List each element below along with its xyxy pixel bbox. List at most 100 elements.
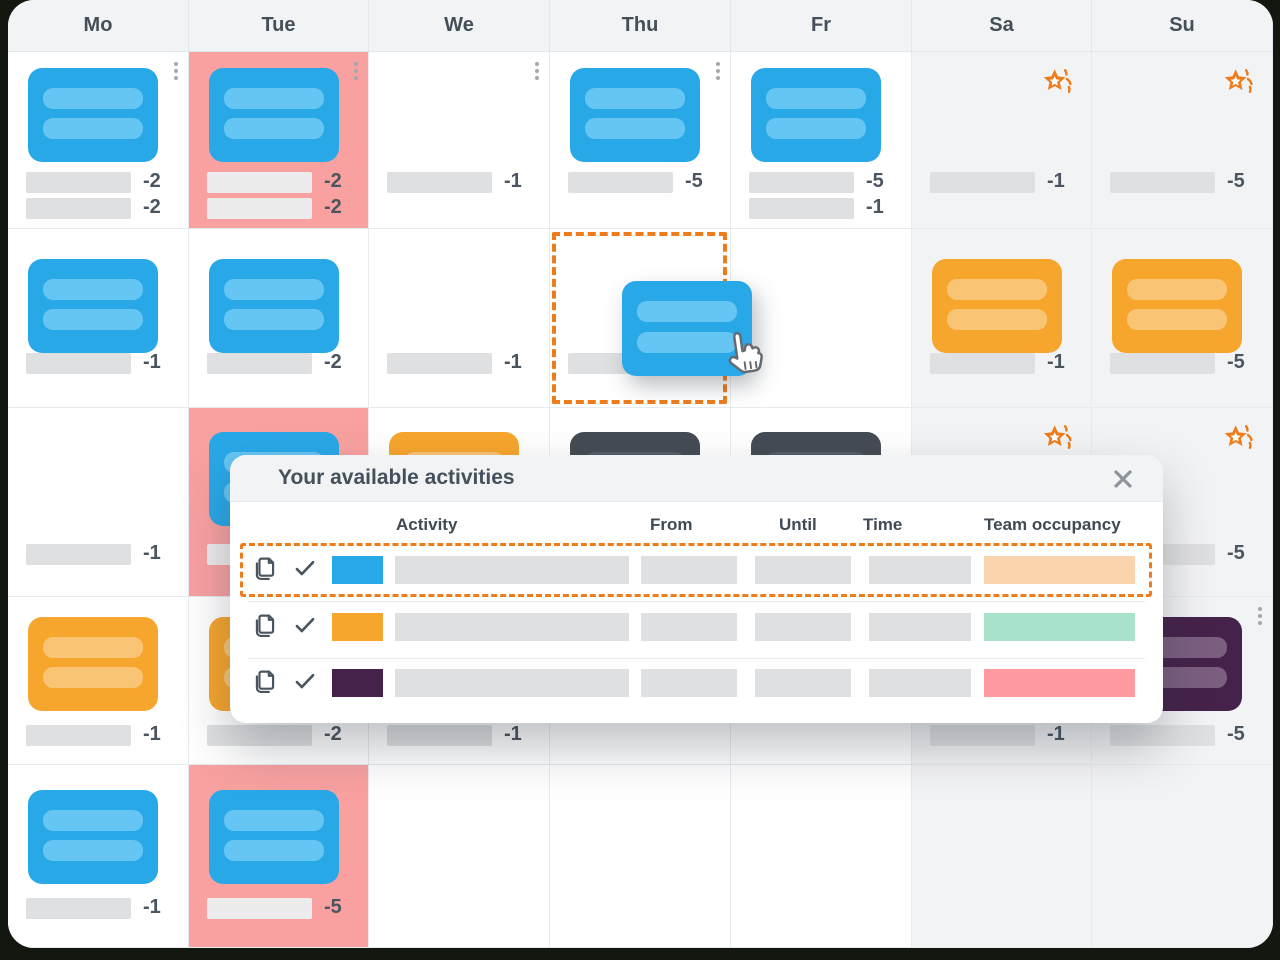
understaffing-count: -5: [324, 896, 342, 918]
modal-column-header-0: Activity: [396, 515, 458, 534]
activity-name-bar: [395, 613, 629, 641]
placeholder-bar: [387, 353, 492, 374]
placeholder-bar: [26, 898, 131, 919]
kebab-menu-icon[interactable]: [173, 60, 179, 82]
calendar-cell[interactable]: -1: [912, 229, 1092, 408]
activity-name-bar: [395, 556, 629, 584]
hand-cursor-icon: [716, 326, 773, 386]
placeholder-bar: [930, 353, 1035, 374]
calendar-cell[interactable]: -1: [8, 765, 189, 948]
special-day-star-icon: [1220, 66, 1258, 104]
shift-card-text-bar: [766, 88, 866, 109]
until-time-bar: [755, 669, 851, 697]
placeholder-bar: [930, 172, 1035, 193]
calendar-cell[interactable]: [912, 765, 1092, 948]
close-icon[interactable]: [1109, 465, 1137, 493]
kebab-menu-icon[interactable]: [1257, 605, 1263, 627]
understaffing-count: -1: [1047, 351, 1065, 373]
calendar-cell[interactable]: -2-2: [8, 52, 189, 229]
day-header-thu: Thu: [550, 0, 731, 52]
activity-row[interactable]: [230, 556, 1163, 584]
shift-card-text-bar: [766, 118, 866, 139]
until-time-bar: [755, 556, 851, 584]
shift-card[interactable]: [570, 68, 700, 162]
shift-card[interactable]: [209, 790, 339, 884]
calendar-cell[interactable]: -1: [8, 229, 189, 408]
calendar-cell[interactable]: -1: [369, 52, 550, 229]
placeholder-bar: [207, 198, 312, 219]
calendar-cell[interactable]: [550, 229, 763, 408]
check-icon[interactable]: [291, 554, 321, 584]
copy-icon[interactable]: [250, 667, 280, 697]
calendar-cell[interactable]: -5: [189, 765, 369, 948]
understaffing-count: -2: [143, 170, 161, 192]
calendar-cell[interactable]: [550, 765, 731, 948]
calendar-cell[interactable]: -1: [8, 408, 189, 597]
activity-color-swatch: [332, 669, 383, 697]
placeholder-bar: [26, 172, 131, 193]
calendar-cell[interactable]: -5-1: [731, 52, 912, 229]
shift-card[interactable]: [28, 259, 158, 353]
activity-row[interactable]: [230, 613, 1163, 641]
shift-card[interactable]: [28, 790, 158, 884]
placeholder-bar: [207, 898, 312, 919]
placeholder-bar: [26, 725, 131, 746]
check-icon[interactable]: [291, 611, 321, 641]
day-header-mo: Mo: [8, 0, 189, 52]
shift-card-text-bar: [43, 118, 143, 139]
shift-card-text-bar: [224, 118, 324, 139]
understaffing-count: -2: [324, 170, 342, 192]
shift-card[interactable]: [209, 68, 339, 162]
day-header-we: We: [369, 0, 550, 52]
understaffing-count: -1: [143, 351, 161, 373]
placeholder-bar: [930, 725, 1035, 746]
understaffing-count: -1: [504, 351, 522, 373]
check-icon[interactable]: [291, 667, 321, 697]
activity-color-swatch: [332, 556, 383, 584]
shift-card[interactable]: [28, 68, 158, 162]
copy-icon[interactable]: [250, 611, 280, 641]
placeholder-bar: [568, 172, 673, 193]
understaffing-count: -1: [866, 196, 884, 218]
shift-card-text-bar: [224, 309, 324, 330]
kebab-menu-icon[interactable]: [715, 60, 721, 82]
placeholder-bar: [207, 725, 312, 746]
shift-card-text-bar: [585, 88, 685, 109]
day-header-fr: Fr: [731, 0, 912, 52]
placeholder-bar: [387, 172, 492, 193]
understaffing-count: -1: [143, 542, 161, 564]
day-header-sa: Sa: [912, 0, 1092, 52]
copy-icon[interactable]: [250, 554, 280, 584]
calendar-cell[interactable]: -1: [8, 597, 189, 765]
calendar-cell[interactable]: -5: [1092, 229, 1273, 408]
shift-card-text-bar: [43, 309, 143, 330]
from-time-bar: [641, 556, 737, 584]
placeholder-bar: [749, 198, 854, 219]
time-duration-bar: [869, 556, 971, 584]
calendar-cell[interactable]: -1: [369, 229, 550, 408]
calendar-cell[interactable]: -2-2: [189, 52, 369, 229]
shift-card[interactable]: [28, 617, 158, 711]
shift-card[interactable]: [751, 68, 881, 162]
shift-card-text-bar: [43, 667, 143, 688]
calendar-cell[interactable]: [1092, 765, 1273, 948]
kebab-menu-icon[interactable]: [534, 60, 540, 82]
calendar-cell[interactable]: -2: [189, 229, 369, 408]
shift-card-text-bar: [224, 840, 324, 861]
shift-card[interactable]: [932, 259, 1062, 353]
shift-card-text-bar: [585, 118, 685, 139]
kebab-menu-icon[interactable]: [353, 60, 359, 82]
calendar-cell[interactable]: -1: [912, 52, 1092, 229]
calendar-cell[interactable]: -5: [550, 52, 731, 229]
calendar-cell[interactable]: [731, 229, 912, 408]
shift-card-text-bar: [637, 301, 737, 322]
calendar-cell[interactable]: [731, 765, 912, 948]
shift-card-text-bar: [947, 279, 1047, 300]
calendar-cell[interactable]: -5: [1092, 52, 1273, 229]
day-header-su: Su: [1092, 0, 1273, 52]
shift-card[interactable]: [209, 259, 339, 353]
shift-card[interactable]: [1112, 259, 1242, 353]
activity-row[interactable]: [230, 669, 1163, 697]
calendar-cell[interactable]: [369, 765, 550, 948]
